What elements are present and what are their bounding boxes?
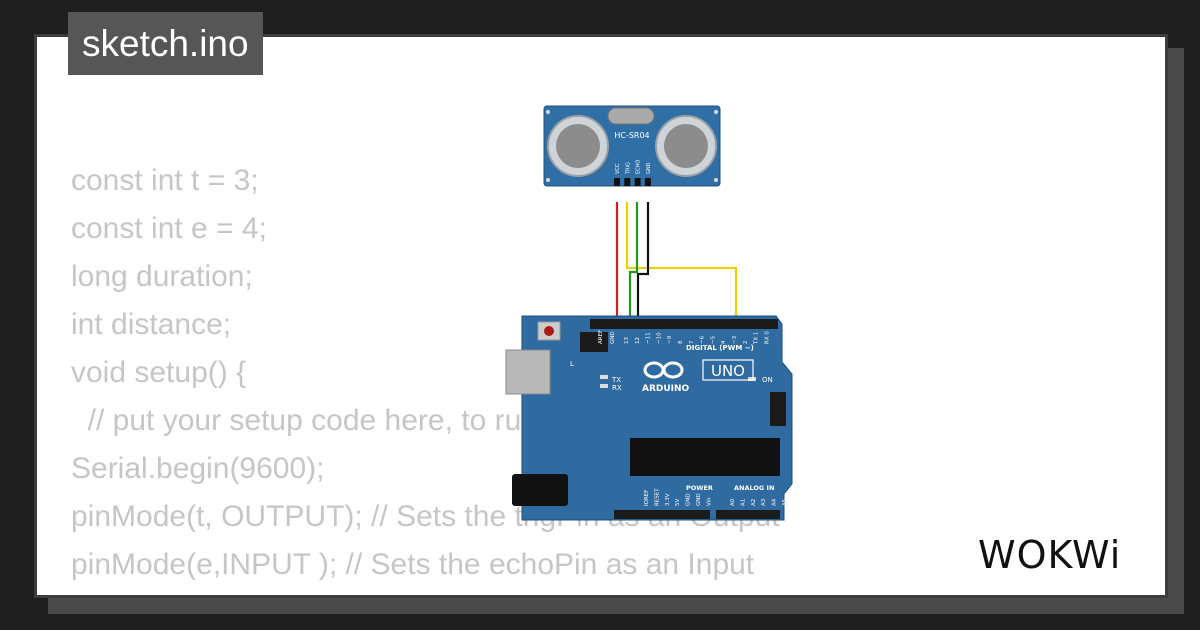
analog-label: ANALOG IN (734, 484, 774, 492)
code-line: Serial.begin(9600); (71, 452, 325, 485)
digital-pin-label: TX 1 (754, 332, 760, 345)
digital-pin-label: ~3 (732, 335, 738, 344)
analog-pin-label: A1 (740, 499, 746, 506)
file-tab-title[interactable]: sketch.ino (68, 12, 263, 75)
digital-pin-label: 8 (678, 340, 684, 344)
digital-pin-label: 7 (689, 340, 695, 344)
code-line: const int e = 4; (71, 212, 267, 245)
sensor-pin[interactable] (644, 178, 651, 186)
sensor-pin[interactable] (614, 178, 620, 186)
usb-port (505, 349, 551, 395)
code-line: const int t = 3; (71, 164, 259, 197)
power-label: POWER (686, 484, 713, 492)
ultrasonic-sensor[interactable]: HC-SR04 VCC TRIG ECHO GND (543, 105, 721, 187)
rx-label: RX (612, 384, 622, 392)
sensor-model-label: HC-SR04 (614, 131, 649, 140)
digital-pin-label: 4 (721, 340, 727, 344)
code-line: pinMode(e,INPUT ); // Sets the echoPin a… (71, 548, 755, 581)
analog-pin-label: A2 (751, 499, 757, 506)
arduino-logo-icon (643, 361, 684, 379)
analog-pin-label: A5 (782, 498, 788, 506)
digital-header (590, 319, 778, 329)
digital-pin-label: ~5 (710, 335, 716, 344)
digital-label: DIGITAL (PWM ~) (686, 344, 754, 352)
power-pin-label: RESET (654, 488, 660, 506)
circuit-diagram: HC-SR04 VCC TRIG ECHO GND 13 12 ~11 ~10 ~9 8 7 ~6 ~… (505, 105, 793, 521)
power-pin-label: Vin (706, 497, 712, 506)
digital-pin-label: 13 (624, 337, 630, 344)
digital-pin-label: 12 (635, 337, 641, 344)
wokwi-logo-text: WOKWi (978, 533, 1121, 577)
tx-label: TX (611, 376, 621, 384)
sensor-pin-label: TRIG (625, 162, 631, 175)
sensor-pin-label: VCC (615, 163, 621, 174)
sensor-pin-label: GND (646, 162, 652, 174)
wokwi-logo[interactable]: WOKWi (978, 530, 1158, 578)
board-brand: ARDUINO (642, 384, 690, 394)
power-pin-label: 5V (675, 499, 681, 506)
code-line: long duration; (71, 260, 253, 293)
power-pin-label: 3.3V (665, 493, 671, 506)
on-label: ON (762, 376, 773, 384)
arduino-uno-board[interactable]: 13 12 ~11 ~10 ~9 8 7 ~6 ~5 4 ~3 2 TX 1 RX 0 AREF GND DI… (505, 315, 793, 521)
code-line: int distance; (71, 308, 232, 341)
power-pin-label: GND (696, 493, 702, 506)
digital-pin-label: ~6 (700, 335, 706, 344)
atmega-chip (630, 438, 780, 476)
sensor-pin[interactable] (624, 178, 631, 186)
l-led-label: L (570, 360, 574, 368)
trig-wire (625, 202, 738, 322)
aref-pin-label: AREF (598, 330, 604, 344)
icsp2-header (770, 392, 786, 426)
code-line: // Starts the serial communication (71, 589, 780, 595)
sensor-pin[interactable] (634, 178, 641, 186)
power-pin-label: IOREF (644, 490, 650, 506)
gnd-wire (636, 202, 650, 322)
analog-pin-label: A0 (730, 498, 736, 506)
digital-pin-label: ~10 (656, 332, 662, 344)
power-header (614, 510, 710, 519)
digital-pin-label: RX 0 (764, 331, 770, 344)
board-name: UNO (711, 362, 745, 380)
power-pin-label: GND (686, 493, 692, 506)
digital-pin-label: 2 (743, 341, 749, 345)
icsp-header (580, 332, 608, 352)
power-jack (512, 474, 568, 506)
digital-pin-label: ~9 (667, 335, 673, 344)
code-line: void setup() { (71, 356, 247, 389)
digital-pin-label: ~11 (646, 332, 652, 344)
analog-pin-label: A4 (772, 498, 778, 506)
analog-header (716, 510, 780, 519)
sensor-pin-label: ECHO (636, 160, 642, 174)
analog-pin-label: A3 (761, 498, 767, 506)
gnd-pin-label: GND (610, 331, 616, 344)
echo-wire (628, 202, 639, 322)
